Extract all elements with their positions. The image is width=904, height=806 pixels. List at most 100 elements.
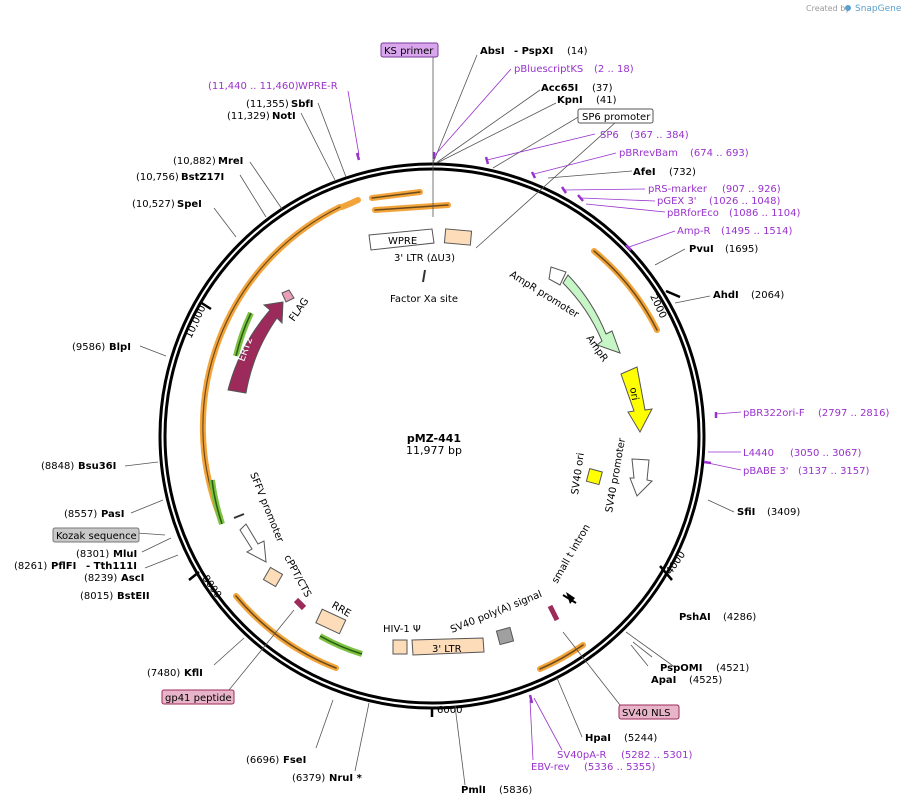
feature-hiv-psi[interactable]	[392, 639, 408, 655]
primer-pbabe3[interactable]: pBABE 3' (3137 .. 3157)	[743, 466, 870, 477]
feature-3ltr[interactable]: 3' LTR	[411, 637, 485, 656]
feature-sv40-nls-mark[interactable]	[547, 604, 560, 622]
feature-ampr-promoter[interactable]: AmpR promoter	[507, 266, 581, 321]
primer-l4440[interactable]: L4440 (3050 .. 3067)	[743, 448, 862, 459]
site-sbfi[interactable]: (11,355) SbfI	[246, 99, 313, 110]
primer-pgex3[interactable]: pGEX 3' (1026 .. 1048)	[657, 196, 781, 207]
svg-text:(1495 .. 1514): (1495 .. 1514)	[721, 226, 793, 237]
site-pmli[interactable]: PmlI (5836)	[461, 785, 532, 796]
snapgene-logo-text[interactable]: SnapGene	[855, 4, 902, 14]
feature-sv40-polya[interactable]	[495, 626, 515, 646]
svg-text:(10,527): (10,527)	[132, 199, 175, 210]
site-pshai[interactable]: PshAI (4286)	[679, 612, 756, 623]
svg-text:(3137 .. 3157): (3137 .. 3157)	[798, 466, 870, 477]
site-mlui[interactable]: (8301) MluI	[76, 549, 137, 560]
site-afei[interactable]: AfeI (732)	[633, 167, 696, 178]
ks-primer-box[interactable]: KS primer	[380, 42, 439, 58]
feature-sffv-promoter[interactable]: SFFV promoter	[239, 471, 286, 563]
site-bstz17i[interactable]: (10,756) BstZ17I	[136, 172, 224, 183]
primer-amp-r[interactable]: Amp-R (1495 .. 1514)	[677, 226, 793, 237]
primer-sp6[interactable]: SP6 (367 .. 384)	[600, 130, 689, 141]
svg-text:KflI: KflI	[184, 668, 203, 679]
site-noti[interactable]: (11,329) NotI	[227, 111, 296, 122]
sp6-promoter-box[interactable]: SP6 promoter	[577, 108, 654, 124]
primer-pbrforeco[interactable]: pBRforEco (1086 .. 1104)	[667, 208, 801, 219]
orf-arcs	[199, 189, 660, 672]
backbone-outer	[158, 162, 706, 710]
site-nrui[interactable]: (6379) NruI *	[292, 773, 363, 784]
svg-text:HpaI: HpaI	[585, 733, 611, 744]
created-by-label: Created by	[806, 4, 850, 13]
svg-text:AhdI: AhdI	[713, 290, 739, 301]
site-absi[interactable]: AbsI - PspXI (14)	[480, 46, 588, 57]
site-pasi[interactable]: (8557) PasI	[64, 509, 124, 520]
site-acc65i[interactable]: Acc65I (37)	[541, 83, 613, 94]
site-kpni[interactable]: KpnI (41)	[557, 95, 617, 106]
site-bsu36i[interactable]: (8848) Bsu36I	[41, 461, 116, 472]
primer-prs-marker[interactable]: pRS-marker (907 .. 926)	[648, 184, 781, 195]
site-sfii[interactable]: SfiI (3409)	[737, 507, 800, 518]
svg-text:pBluescriptKS: pBluescriptKS	[514, 64, 583, 75]
site-pflfi[interactable]: (8261) PflFI - Tth111I	[14, 561, 137, 572]
svg-text:(3050 .. 3067): (3050 .. 3067)	[790, 448, 862, 459]
svg-text:Amp-R: Amp-R	[677, 226, 711, 237]
feature-rre[interactable]	[315, 608, 347, 635]
feature-factor-xa[interactable]	[422, 269, 426, 283]
site-fsei[interactable]: (6696) FseI	[246, 755, 306, 766]
svg-text:SpeI: SpeI	[177, 199, 202, 210]
site-apai[interactable]: ApaI (4525)	[651, 675, 722, 686]
feature-small-t-intron[interactable]: small t intron	[550, 523, 593, 604]
site-ahdi[interactable]: AhdI (2064)	[713, 290, 784, 301]
feature-gp41[interactable]	[293, 597, 307, 611]
svg-text:PasI: PasI	[101, 509, 124, 520]
gp41-peptide-box[interactable]: gp41 peptide	[161, 689, 235, 705]
svg-text:pGEX 3': pGEX 3'	[657, 196, 697, 207]
svg-text:(11,440 .. 11,460): (11,440 .. 11,460)	[208, 81, 299, 92]
svg-text:PflFI: PflFI	[51, 561, 76, 572]
site-pvui[interactable]: PvuI (1695)	[689, 244, 758, 255]
svg-text:(8239): (8239)	[84, 573, 117, 584]
site-pspomi[interactable]: PspOMI (4521)	[660, 663, 749, 674]
feature-wpre[interactable]: WPRE	[368, 228, 435, 251]
site-asci[interactable]: (8239) AscI	[84, 573, 144, 584]
svg-text:(10,756): (10,756)	[136, 172, 179, 183]
svg-text:(2064): (2064)	[751, 290, 784, 301]
plasmid-size: 11,977 bp	[406, 444, 462, 457]
svg-text:(11,329): (11,329)	[227, 111, 270, 122]
feature-sv40-promoter[interactable]: SV40 promoter	[604, 436, 654, 514]
svg-text:NruI *: NruI *	[329, 773, 363, 784]
feature-flag[interactable]	[281, 289, 295, 303]
feature-ampr[interactable]: AmpR	[562, 274, 621, 364]
svg-text:(674 .. 693): (674 .. 693)	[690, 148, 749, 159]
feature-kozak-mark[interactable]	[233, 513, 245, 519]
svg-text:(6696): (6696)	[246, 755, 279, 766]
feature-ori[interactable]: ori	[620, 366, 653, 434]
primer-pbr322ori-f[interactable]: pBR322ori-F (2797 .. 2816)	[743, 408, 890, 419]
primer-sv40pa-r[interactable]: SV40pA-R (5282 .. 5301)	[557, 750, 693, 761]
svg-text:WPRE: WPRE	[388, 236, 417, 247]
primer-wpre-r[interactable]: (11,440 .. 11,460) WPRE-R	[208, 81, 338, 92]
site-spei[interactable]: (10,527) SpeI	[132, 199, 202, 210]
feature-3ltr-du3[interactable]	[443, 228, 473, 246]
primer-pbrrevbam[interactable]: pBRrevBam (674 .. 693)	[619, 148, 749, 159]
label-factor-xa: Factor Xa site	[390, 294, 458, 305]
svg-text:Bsu36I: Bsu36I	[78, 461, 116, 472]
site-mrei[interactable]: (10,882) MreI	[173, 156, 243, 167]
label-sv40-ori: SV40 ori	[570, 452, 587, 495]
site-kfli[interactable]: (7480) KflI	[147, 668, 203, 679]
kozak-sequence-box[interactable]: Kozak sequence	[52, 527, 140, 543]
plasmid-name: pMZ-441	[407, 432, 461, 445]
site-bsteii[interactable]: (8015) BstEII	[80, 591, 150, 602]
sv40-nls-box[interactable]: SV40 NLS	[618, 704, 680, 720]
primer-ebv-rev[interactable]: EBV-rev (5336 .. 5355)	[531, 762, 656, 773]
primer-pbluescriptks[interactable]: pBluescriptKS (2 .. 18)	[514, 64, 634, 75]
svg-text:(3409): (3409)	[767, 507, 800, 518]
svg-text:(8848): (8848)	[41, 461, 74, 472]
feature-sv40-ori[interactable]	[585, 468, 603, 486]
feature-cppt[interactable]	[262, 566, 284, 588]
svg-text:BlpI: BlpI	[109, 342, 131, 353]
site-blpi[interactable]: (9586) BlpI	[72, 342, 131, 353]
site-hpai[interactable]: HpaI (5244)	[585, 733, 657, 744]
svg-text:MluI: MluI	[113, 549, 137, 560]
svg-text:PshAI: PshAI	[679, 612, 711, 623]
